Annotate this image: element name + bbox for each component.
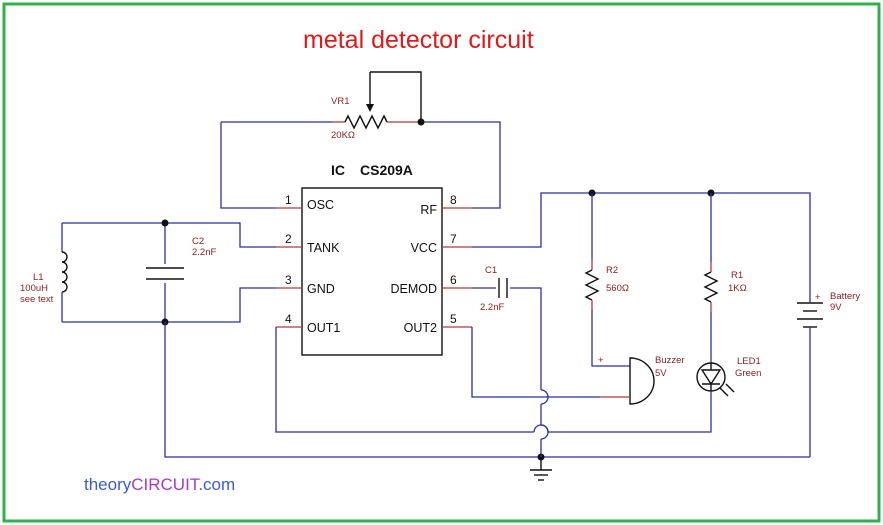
pin-4-name: OUT1 <box>307 321 340 335</box>
out2-to-buzzer-wire <box>471 327 600 398</box>
c1-crossover-hop-2 <box>540 424 549 440</box>
pin-7-name: VCC <box>411 241 437 255</box>
battery-polarity-plus: + <box>815 292 821 303</box>
led1-ref-label: LED1 <box>737 356 761 367</box>
c1-to-ground-wire-top <box>510 287 542 390</box>
led-to-out1-wire-left <box>275 327 534 433</box>
led-diode-triangle <box>700 369 722 386</box>
watermark-text: theoryCIRCUIT.com <box>84 475 235 494</box>
vr1-junction-dot <box>417 118 425 126</box>
vr1-ref-label: VR1 <box>331 96 349 107</box>
vr1-potentiometer: VR1 20KΩ <box>220 71 501 209</box>
buzzer-ref-label: Buzzer <box>655 355 685 366</box>
r1-led-branch: R1 1KΩ LED1 Green <box>275 193 761 433</box>
r1-ref-label: R1 <box>731 270 743 281</box>
pin-2-name: TANK <box>307 241 340 255</box>
r2-ref-label: R2 <box>606 265 618 276</box>
tank-top-wire <box>62 222 276 248</box>
pin-1-number: 1 <box>285 193 292 207</box>
c1-ref-label: C1 <box>485 265 497 276</box>
pin-6-name: DEMOD <box>390 282 437 296</box>
battery-value-label: 9V <box>830 302 842 313</box>
ic-cs209a: IC CS209A 1 2 3 4 8 7 6 5 OSC TANK GND O… <box>276 162 472 356</box>
ic-part-label: CS209A <box>360 162 413 178</box>
led1-value-label: Green <box>735 368 761 379</box>
watermark-part-dotcom: .com <box>198 475 235 494</box>
l1-note-label: see text <box>20 294 54 305</box>
buzzer-value-label: 5V <box>655 368 667 379</box>
vr1-wiper-link <box>370 71 422 122</box>
watermark-part-circuit: CIRCUIT <box>131 475 200 494</box>
l1-ref-label: L1 <box>33 272 44 283</box>
c1-value-label: 2.2nF <box>480 302 504 313</box>
led-light-ray-1 <box>719 387 729 397</box>
pin-7-number: 7 <box>450 232 457 246</box>
buzzer-polarity-plus: + <box>598 355 604 366</box>
l1-value-label: 100uH <box>20 283 48 294</box>
battery-ref-label: Battery <box>830 291 860 302</box>
ground-network <box>164 322 810 481</box>
led-to-out1-wire-right <box>548 391 712 433</box>
pin-2-number: 2 <box>285 232 292 246</box>
vr1-to-pin1-wire <box>220 122 276 209</box>
supply-rail <box>472 189 811 296</box>
pin-5-name: OUT2 <box>404 321 437 335</box>
vcc-rail-wire <box>472 192 811 296</box>
tank-circuit: L1 100uH see text C2 2.2nF <box>20 219 276 326</box>
r2-to-buzzer-wire <box>591 310 630 367</box>
ic-body <box>301 187 443 356</box>
pin-1-name: OSC <box>307 198 334 212</box>
r2-value-label: 560Ω <box>606 283 629 294</box>
ground-bus-wire <box>164 322 810 458</box>
led-light-ray-2 <box>725 383 735 393</box>
vr1-wiper-arrow <box>366 104 374 112</box>
pin-3-name: GND <box>307 282 335 296</box>
pin-8-name: RF <box>420 203 437 217</box>
l1-inductor-coil <box>61 251 68 293</box>
r1-resistor-zigzag <box>703 271 719 303</box>
c2-top-junction-dot <box>161 219 169 227</box>
tank-bottom-wire <box>62 287 276 323</box>
c2-ref-label: C2 <box>192 236 204 247</box>
vr1-value-label: 20KΩ <box>331 130 355 141</box>
battery-9v: + Battery 9V <box>797 291 860 457</box>
watermark-part-theory: theory <box>84 475 132 494</box>
pin-5-number: 5 <box>450 312 457 326</box>
c1-demod: C1 2.2nF <box>472 265 549 457</box>
led-wire-crossover-hop <box>533 424 549 433</box>
pin-8-number: 8 <box>450 193 457 207</box>
ic-prefix-label: IC <box>331 162 345 178</box>
buzzer-symbol <box>629 357 655 405</box>
pin-3-number: 3 <box>285 273 292 287</box>
pin-4-number: 4 <box>285 312 292 326</box>
r2-buzzer-branch: R2 560Ω + Buzzer 5V <box>471 193 685 405</box>
c1-crossover-hop-1 <box>540 389 549 405</box>
r2-resistor-zigzag <box>584 269 600 301</box>
r1-value-label: 1KΩ <box>728 283 747 294</box>
c2-value-label: 2.2nF <box>192 247 216 258</box>
pin-6-number: 6 <box>450 273 457 287</box>
vr1-to-pin8-wire <box>421 121 501 209</box>
vr1-resistor-zigzag <box>344 114 388 130</box>
diagram-title: metal detector circuit <box>303 26 534 54</box>
